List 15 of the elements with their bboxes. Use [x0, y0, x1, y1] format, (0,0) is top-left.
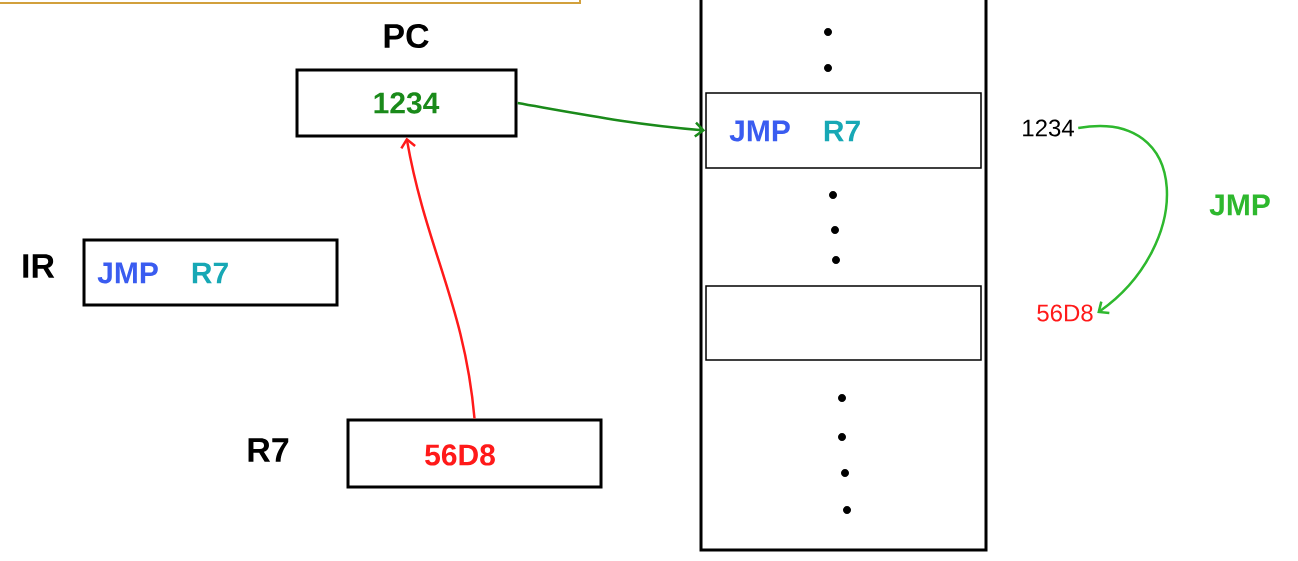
address-label: 1234 [1023, 119, 1074, 137]
memory-cell: JMP R7 [705, 92, 982, 169]
register-box: R7 56D8 [248, 418, 603, 489]
register-label: PC [384, 23, 429, 49]
register-box: PC 1234 [295, 23, 518, 138]
edge-label: JMP [1208, 193, 1272, 217]
address-label: 56D8 [1037, 304, 1093, 322]
arrow [1078, 124, 1168, 315]
register-label: IR [23, 254, 55, 278]
arrow [517, 101, 706, 138]
memory-cell [705, 285, 982, 361]
register-label: R7 [248, 438, 289, 462]
memory-column [699, 0, 988, 552]
arrow [400, 137, 476, 419]
register-box: IR JMP R7 [23, 238, 339, 307]
